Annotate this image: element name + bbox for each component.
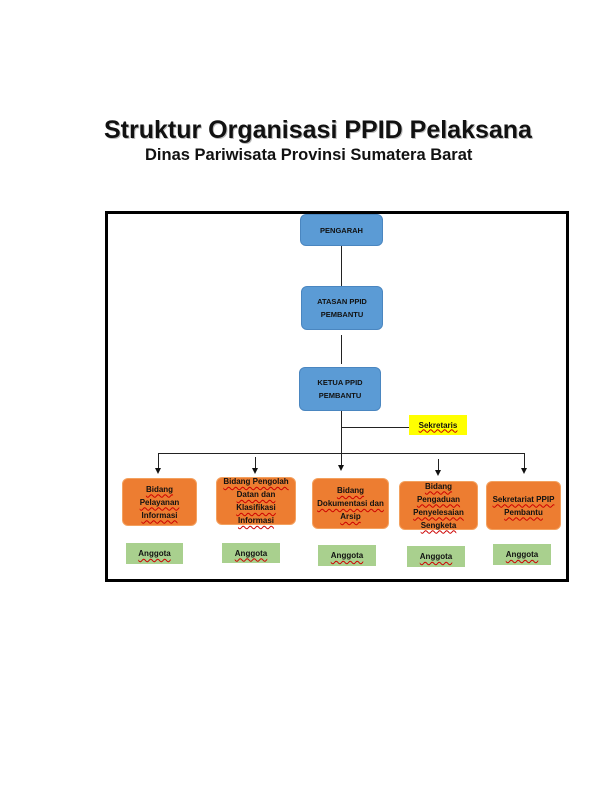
arrow-down-icon bbox=[521, 468, 527, 474]
connector-line bbox=[524, 453, 525, 469]
arrow-down-icon bbox=[155, 468, 161, 474]
node-pengarah: PENGARAH bbox=[300, 214, 383, 246]
chart-title: Struktur Organisasi PPID Pelaksana bbox=[104, 116, 532, 144]
connector-line bbox=[341, 427, 409, 428]
member-label: Anggota bbox=[234, 548, 268, 558]
arrow-down-icon bbox=[252, 468, 258, 474]
division-box: Sekretariat PPIP Pembantu bbox=[486, 481, 561, 530]
member-box: Anggota bbox=[126, 543, 183, 564]
node-ketua: KETUA PPID PEMBANTU bbox=[299, 367, 381, 411]
member-box: Anggota bbox=[407, 546, 465, 567]
member-label: Anggota bbox=[505, 550, 539, 559]
connector-line bbox=[158, 453, 525, 454]
member-box: Anggota bbox=[318, 545, 376, 566]
chart-frame bbox=[105, 211, 569, 582]
member-label: Anggota bbox=[330, 551, 364, 560]
node-sekretaris: Sekretaris bbox=[409, 415, 467, 435]
member-label: Anggota bbox=[419, 552, 453, 561]
division-label: Bidang Pengaduan Penyelesaian Sengketa bbox=[413, 481, 464, 530]
connector-line bbox=[438, 459, 439, 471]
arrow-down-icon bbox=[435, 470, 441, 476]
connector-line bbox=[255, 457, 256, 469]
connector-line bbox=[341, 335, 342, 364]
division-box: Bidang Pengolah Datan dan Klasifikasi In… bbox=[216, 477, 296, 525]
division-label: Sekretariat PPIP Pembantu bbox=[492, 494, 555, 517]
member-box: Anggota bbox=[493, 544, 551, 565]
division-label: Bidang Pelayanan Informasi bbox=[139, 484, 180, 520]
division-box: Bidang Pengaduan Penyelesaian Sengketa bbox=[399, 481, 478, 530]
member-label: Anggota bbox=[138, 549, 171, 558]
chart-subtitle: Dinas Pariwisata Provinsi Sumatera Barat bbox=[145, 146, 473, 164]
division-label: Bidang Dokumentasi dan Arsip bbox=[317, 486, 384, 521]
member-box: Anggota bbox=[222, 543, 280, 563]
arrow-down-icon bbox=[338, 465, 344, 471]
division-label: Bidang Pengolah Datan dan Klasifikasi In… bbox=[223, 477, 289, 525]
division-box: Bidang Pelayanan Informasi bbox=[122, 478, 197, 526]
connector-line bbox=[341, 246, 342, 286]
node-atasan: ATASAN PPID PEMBANTU bbox=[301, 286, 383, 330]
connector-line bbox=[158, 453, 159, 469]
connector-line bbox=[341, 411, 342, 466]
division-box: Bidang Dokumentasi dan Arsip bbox=[312, 478, 389, 529]
